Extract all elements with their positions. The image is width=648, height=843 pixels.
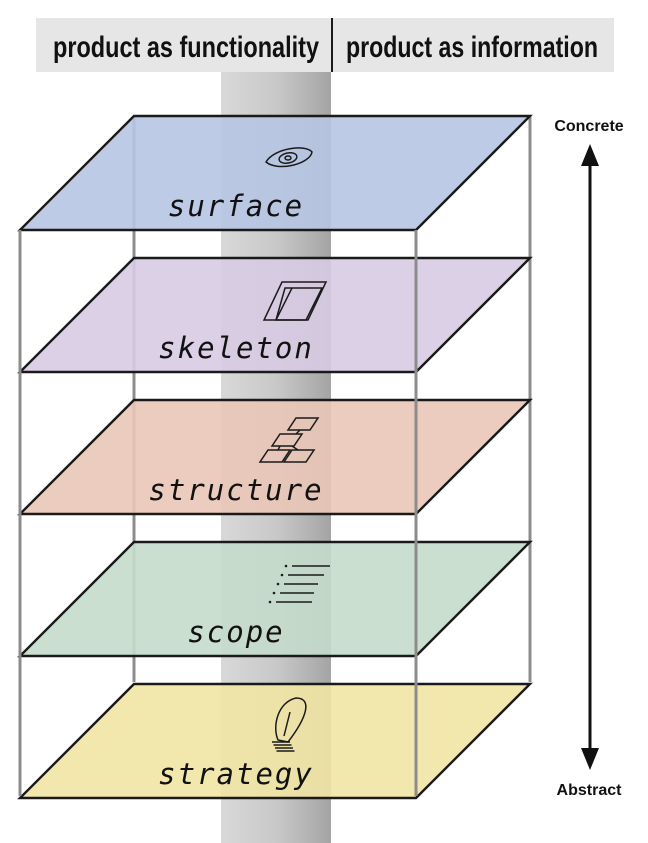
header-product-as-functionality: product as functionality (53, 31, 319, 64)
plane-label-skeleton: skeleton (158, 331, 314, 365)
plane-strategy: strategy (17, 682, 533, 800)
eye-icon (265, 147, 313, 168)
axis-arrow-down-icon (581, 748, 599, 770)
lightbulb-icon (272, 697, 307, 752)
wireframe-icon (262, 281, 328, 321)
axis-label-concrete: Concrete (554, 118, 623, 135)
axis-label-abstract: Abstract (557, 782, 623, 799)
plane-label-structure: structure (148, 473, 323, 507)
header-product-as-information: product as information (346, 31, 598, 64)
axis-arrow-up-icon (581, 144, 599, 166)
plane-label-strategy: strategy (158, 757, 314, 791)
plane-label-surface: surface (168, 189, 304, 223)
plane-label-scope: scope (187, 615, 284, 649)
plane-scope: scope (17, 540, 533, 658)
header-bar (36, 18, 614, 72)
plane-strategy-shape (17, 682, 533, 800)
plane-skeleton: skeleton (17, 256, 533, 374)
plane-surface: surface (17, 114, 533, 232)
plane-structure: structure (17, 398, 533, 516)
planes-stack: surface skeleton structure scope strategy (17, 114, 533, 800)
list-icon (268, 564, 330, 604)
hierarchy-icon (258, 417, 320, 463)
